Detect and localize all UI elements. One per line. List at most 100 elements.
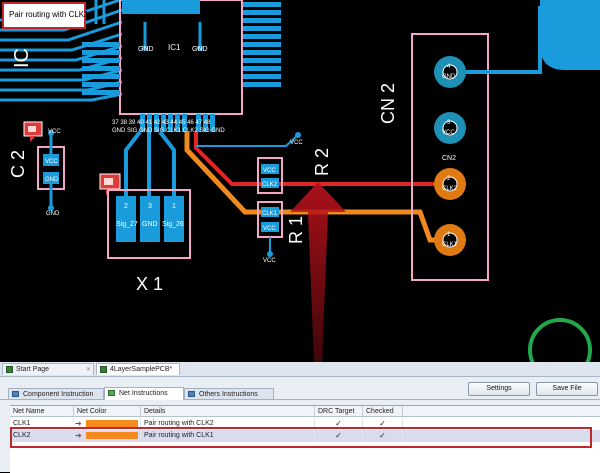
ic1-right-pins: [243, 2, 281, 87]
details-cell[interactable]: Pair routing with CLK1: [141, 430, 315, 442]
tab-others-instructions[interactable]: Others Instructions: [184, 388, 274, 399]
ic1-bottom-nets: GND SIG GND SIG CLK1 CLK2 SIG GND: [112, 128, 225, 134]
pcb-canvas[interactable]: GND GND IC1 IC 37 38 39 40 41 42 43 44 4…: [0, 0, 600, 362]
clk2-trace: [194, 132, 440, 186]
comment-marker-x1[interactable]: [99, 173, 121, 195]
svg-text:3: 3: [148, 203, 152, 210]
r2-outline: [257, 157, 283, 194]
header-filler: [403, 406, 600, 417]
x1-outline: [107, 189, 191, 259]
tab-start-page[interactable]: Start Page ✕: [2, 363, 94, 375]
cn2-pin-3: 3 VCC: [434, 112, 466, 144]
svg-text:4: 4: [447, 64, 451, 70]
ic1-outline: [119, 0, 243, 115]
pcb-document-icon: [100, 366, 107, 373]
header-net-color[interactable]: Net Color: [74, 406, 141, 417]
cn2-outline: [411, 33, 489, 281]
checked-checkbox[interactable]: ✓: [363, 418, 403, 430]
net-instruction-icon: [108, 390, 115, 396]
net-color-swatch[interactable]: [86, 420, 138, 427]
settings-button[interactable]: Settings: [468, 382, 530, 396]
vcc-via-top: VCC: [290, 140, 303, 146]
net-color-swatch[interactable]: [86, 432, 138, 439]
svg-text:Sig_26: Sig_26: [162, 221, 184, 228]
svg-text:1: 1: [172, 203, 176, 210]
header-details[interactable]: Details: [141, 406, 315, 417]
x1-pin-3: [140, 196, 160, 242]
svg-text:VCC: VCC: [442, 130, 455, 136]
tab-4layersamplepcb[interactable]: 4LayerSamplePCB*: [96, 363, 180, 375]
svg-text:VCC: VCC: [263, 168, 276, 174]
c2-pin-vcc: VCC: [45, 159, 58, 165]
r1-label: R 1: [286, 216, 306, 244]
svg-text:GND: GND: [442, 74, 456, 80]
details-cell[interactable]: Pair routing with CLK2: [141, 418, 315, 430]
ic1-gnd-right: GND: [192, 46, 208, 53]
instruction-tabbar: Component Instruction Net Instructions O…: [0, 386, 600, 400]
svg-text:VCC: VCC: [263, 226, 276, 232]
header-checked[interactable]: Checked: [363, 406, 403, 417]
x1-pin-2: [116, 196, 136, 242]
close-icon[interactable]: ✕: [85, 367, 91, 373]
ic-left-traces: [0, 0, 123, 102]
tab-component-instruction[interactable]: Component Instruction: [8, 388, 104, 399]
comment-marker-c2[interactable]: [23, 121, 43, 142]
ic1-top-pad: [122, 0, 200, 14]
ic1-left-pins: [82, 42, 120, 95]
svg-text:Sig_27: Sig_27: [116, 221, 138, 228]
save-file-button[interactable]: Save File: [536, 382, 598, 396]
callout-arrow: [290, 182, 346, 362]
tab-net-instructions[interactable]: Net Instructions: [104, 387, 184, 400]
svg-text:CLK2: CLK2: [442, 186, 458, 192]
net-color-cell[interactable]: ➔: [74, 430, 141, 442]
drc-target-checkbox[interactable]: ✓: [315, 430, 363, 442]
ic-top-traces: [94, 0, 106, 24]
cn2-label: CN 2: [378, 83, 398, 124]
svg-text:3: 3: [447, 120, 451, 126]
cn2-small-label: CN2: [442, 155, 456, 162]
start-page-icon: [6, 366, 13, 373]
svg-text:CLK2: CLK2: [262, 182, 278, 188]
table-row[interactable]: CLK1 ➔ Pair routing with CLK2 ✓ ✓: [10, 418, 600, 430]
pcb-layout[interactable]: GND GND IC1 IC 37 38 39 40 41 42 43 44 4…: [0, 0, 600, 362]
header-net-name[interactable]: Net Name: [10, 406, 74, 417]
net-name-cell: CLK1: [10, 418, 74, 430]
c2-gnd-via: GND: [46, 211, 60, 217]
ic1-label: IC1: [168, 43, 181, 52]
cn2-pin-2: 2 CLK2: [434, 168, 466, 200]
tooltip-text: Pair routing with CLK1: [9, 10, 89, 19]
net-instruction-table: Net Name Net Color Details DRC Target Ch…: [10, 405, 600, 473]
checked-checkbox[interactable]: ✓: [363, 430, 403, 442]
svg-text:CLK1: CLK1: [442, 242, 458, 248]
net-name-cell: CLK2: [10, 430, 74, 442]
others-instruction-icon: [188, 391, 195, 397]
arrow-right-icon: ➔: [75, 431, 82, 440]
cn2-pin-1: 1 CLK1: [434, 224, 466, 256]
c2-pin-gnd: GND: [45, 177, 59, 183]
x1-label: X 1: [136, 274, 163, 294]
svg-text:CLK1: CLK1: [262, 211, 278, 217]
c2-vcc-via: VCC: [48, 129, 61, 135]
ic1-bottom-pins: [140, 114, 215, 132]
component-instruction-icon: [12, 391, 19, 397]
ic1-gnd-left: GND: [138, 46, 154, 53]
document-tabbar: Start Page ✕ 4LayerSamplePCB*: [0, 362, 600, 377]
header-drc-target[interactable]: DRC Target: [315, 406, 363, 417]
svg-text:2: 2: [124, 203, 128, 210]
x1-pin-1: [164, 196, 184, 242]
ic-large-label: IC: [11, 48, 33, 68]
c2-label: C 2: [8, 150, 28, 178]
gnd-copper-pour: [540, 0, 600, 70]
mounting-hole: [528, 318, 592, 362]
cn2-pin-4: 4 GND: [434, 56, 466, 88]
ic1-gnd-traces: [143, 22, 202, 46]
drc-target-checkbox[interactable]: ✓: [315, 418, 363, 430]
tooltip: Pair routing with CLK1: [2, 2, 89, 29]
ic1-bottom-numbers: 37 38 39 40 41 42 43 44 45 46 47 48: [112, 120, 211, 126]
r2-label: R 2: [312, 148, 332, 176]
instruction-panel: Start Page ✕ 4LayerSamplePCB* Component …: [0, 362, 600, 473]
table-row[interactable]: CLK2 ➔ Pair routing with CLK1 ✓ ✓: [10, 430, 600, 442]
net-color-cell[interactable]: ➔: [74, 418, 141, 430]
arrow-right-icon: ➔: [75, 419, 82, 428]
svg-text:VCC: VCC: [263, 258, 276, 264]
